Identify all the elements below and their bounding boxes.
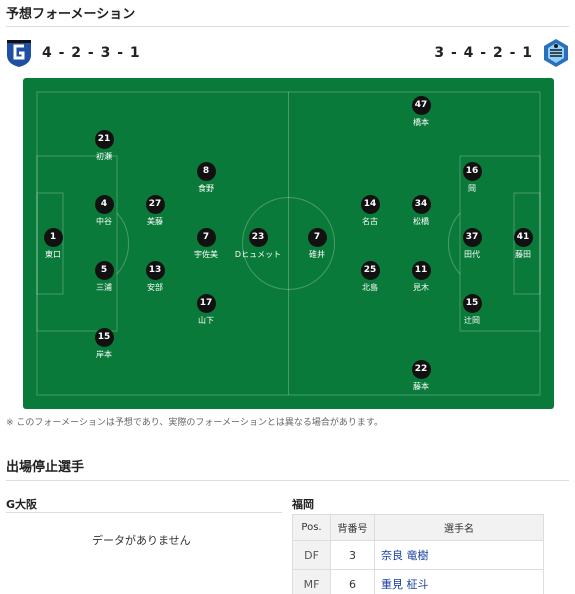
- player-name-link[interactable]: 重見 柾斗: [374, 569, 544, 594]
- cell-pos: DF: [292, 540, 331, 570]
- team-formation-bar: 4 - 2 - 3 - 1 3 - 4 - 2 - 1: [6, 38, 569, 68]
- home-team-divider: [6, 512, 282, 513]
- table-row: DF 3 奈良 竜樹: [292, 540, 544, 570]
- section-divider: [6, 26, 569, 27]
- cell-pos: MF: [292, 569, 331, 594]
- away-team-header: 3 - 4 - 2 - 1: [434, 38, 569, 68]
- home-team-header: 4 - 2 - 3 - 1: [6, 38, 141, 68]
- gamba-osaka-emblem-icon: [7, 40, 31, 67]
- suspended-players-table: Pos. 背番号 選手名 DF 3 奈良 竜樹 MF 6 重見 柾斗: [292, 514, 544, 594]
- player-name-link[interactable]: 奈良 竜樹: [374, 540, 544, 570]
- away-team-label: 福岡: [292, 498, 314, 511]
- home-formation: 4 - 2 - 3 - 1: [42, 45, 141, 61]
- formation-section-title: 予想フォーメーション: [6, 7, 136, 22]
- col-header-name: 選手名: [374, 514, 544, 541]
- cell-number: 3: [330, 540, 375, 570]
- formation-disclaimer: ※ このフォーメーションは予想であり、実際のフォーメーションとは異なる場合があり…: [6, 418, 383, 428]
- pitch-lines: [36, 91, 541, 396]
- col-header-number: 背番号: [330, 514, 375, 541]
- table-row: MF 6 重見 柾斗: [292, 569, 544, 594]
- home-team-label: G大阪: [6, 498, 38, 511]
- away-formation: 3 - 4 - 2 - 1: [434, 45, 533, 61]
- col-header-pos: Pos.: [292, 514, 331, 541]
- cell-number: 6: [330, 569, 375, 594]
- section-divider: [6, 480, 569, 481]
- table-header-row: Pos. 背番号 選手名: [292, 514, 544, 541]
- no-data-message: データがありません: [92, 534, 191, 547]
- avispa-fukuoka-emblem-icon: [544, 39, 568, 67]
- suspended-section-title: 出場停止選手: [6, 460, 85, 475]
